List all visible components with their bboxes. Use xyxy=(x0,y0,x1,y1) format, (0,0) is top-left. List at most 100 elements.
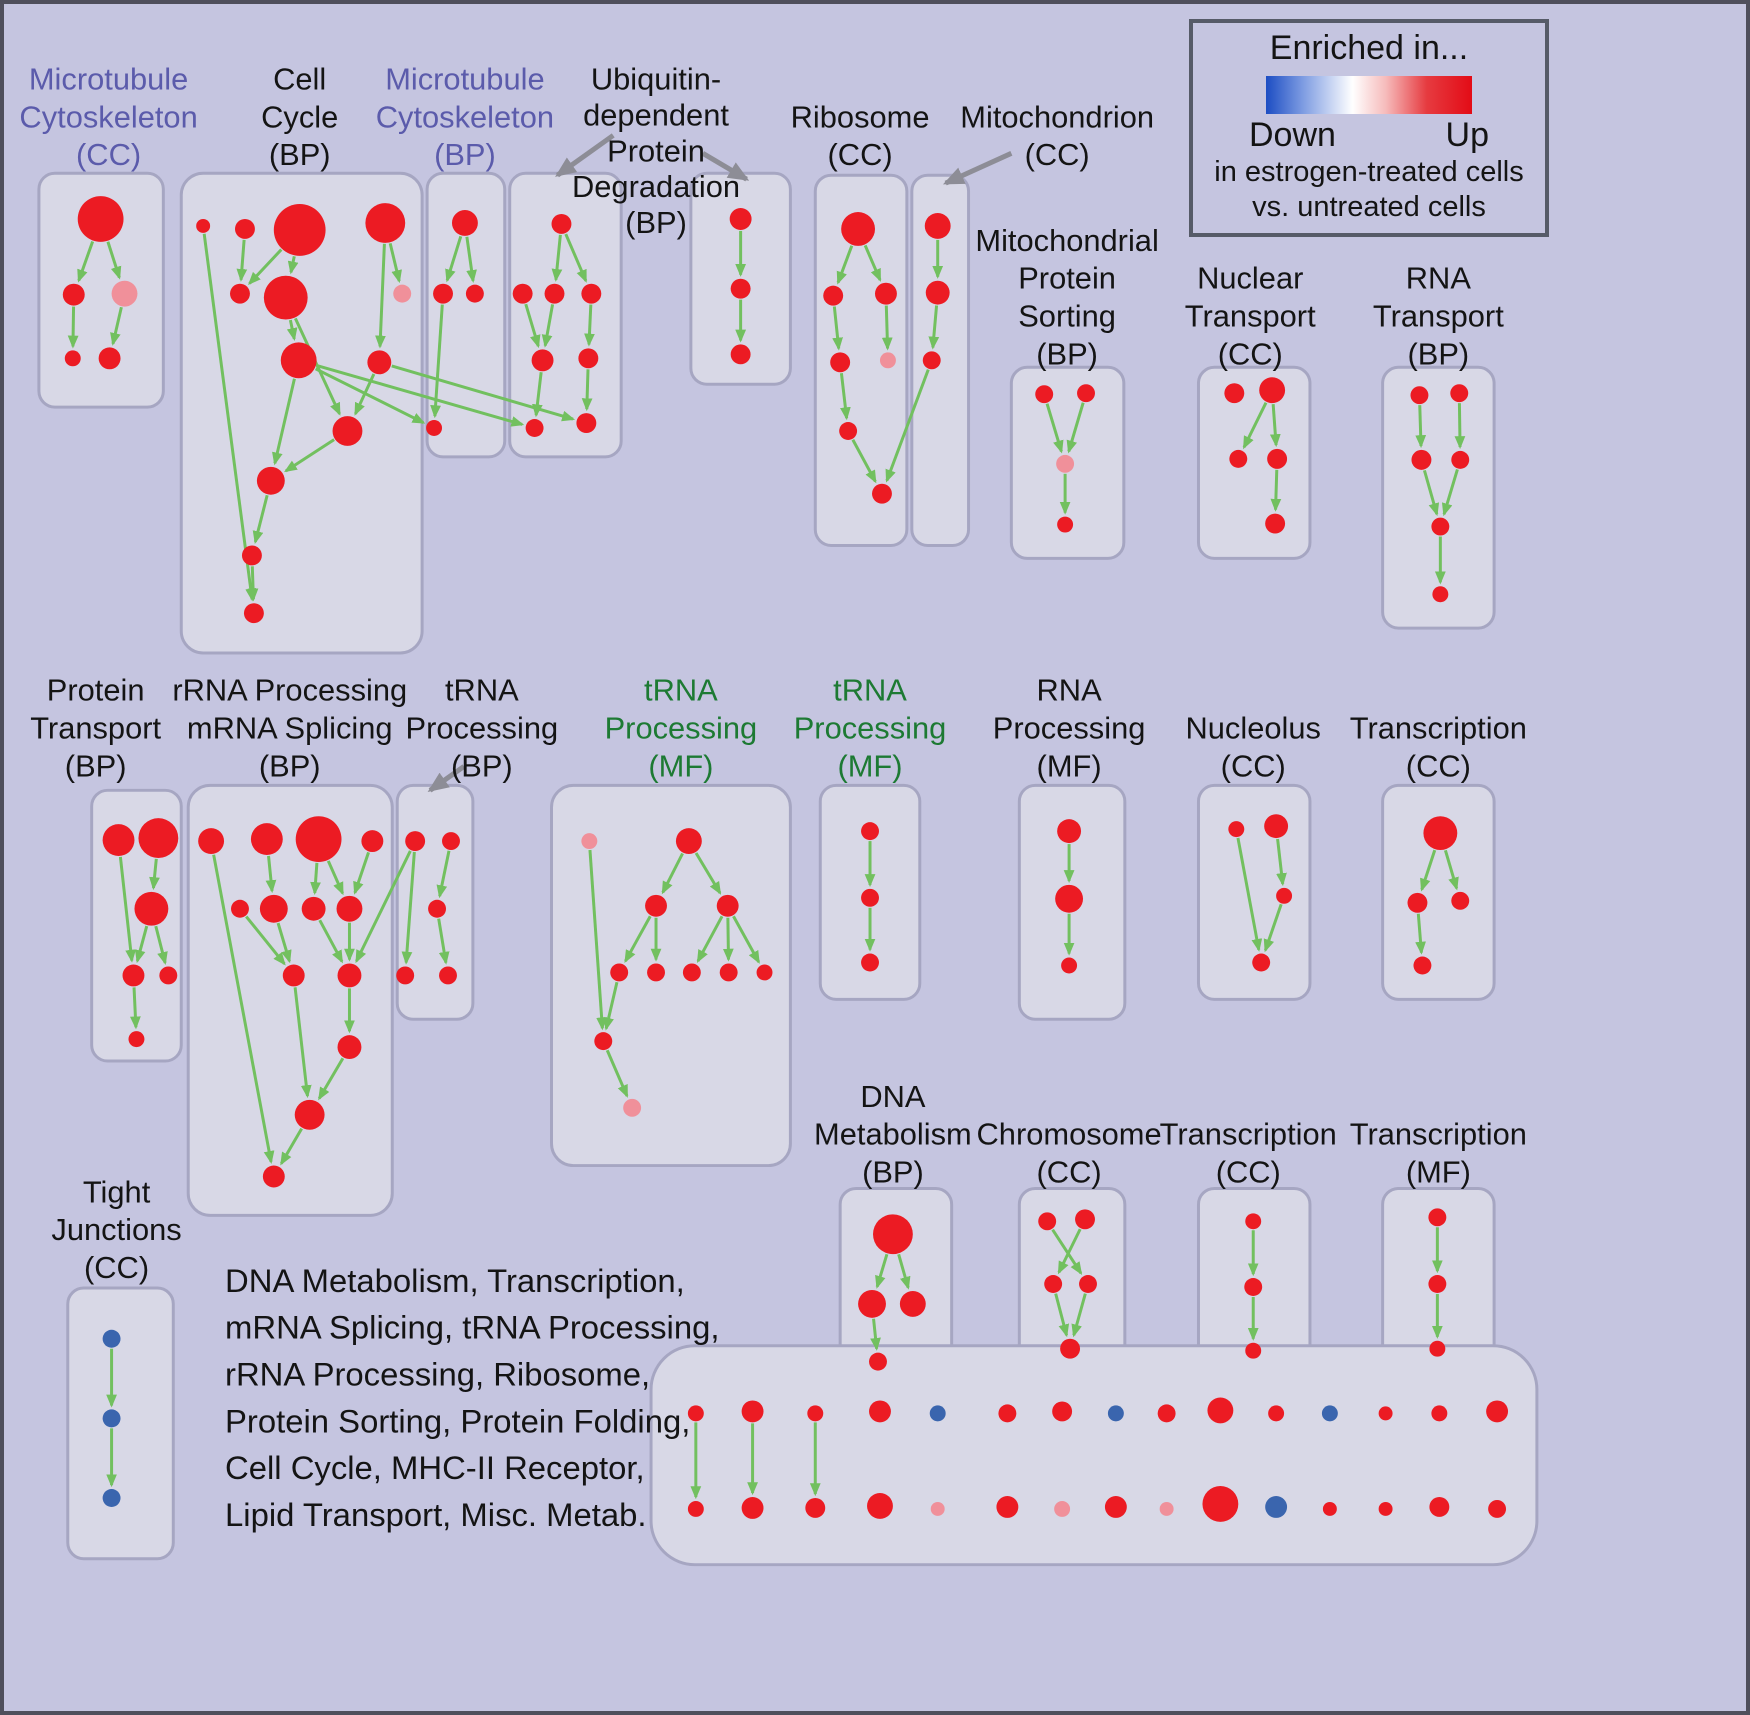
gene-node-nu3 xyxy=(1276,887,1293,904)
gene-node-rp1 xyxy=(1057,819,1082,844)
edge-arrow xyxy=(245,915,286,966)
edge-arrow xyxy=(881,305,893,351)
gene-node-bs5t xyxy=(929,1405,946,1422)
gene-node-bs3t xyxy=(807,1405,824,1422)
gene-node-ch4 xyxy=(1079,1275,1097,1293)
gene-node-mp2 xyxy=(1077,384,1095,403)
gene-node-mtcc4 xyxy=(64,350,81,367)
gene-node-tf9 xyxy=(756,964,773,981)
edge-arrow xyxy=(1263,903,1283,953)
edge-arrow xyxy=(603,981,619,1031)
gene-node-rt5 xyxy=(1431,517,1450,536)
gene-node-rb7 xyxy=(872,483,892,504)
edge-arrow xyxy=(1057,1228,1082,1275)
gene-node-tc2 xyxy=(1407,892,1428,913)
gene-node-tg1 xyxy=(861,822,879,841)
gene-node-rr1 xyxy=(198,828,225,855)
edge-arrow xyxy=(722,917,734,962)
gene-node-bs10t xyxy=(1207,1397,1234,1424)
gene-node-bs7t xyxy=(1052,1401,1073,1422)
gene-node-tf1 xyxy=(581,833,598,850)
gene-node-rp3 xyxy=(1061,957,1078,974)
gene-node-cc6 xyxy=(263,275,308,320)
edge-arrow xyxy=(1269,403,1281,448)
cluster-box-misc-strip xyxy=(649,1344,1539,1567)
cluster-box-rna-transport-bp xyxy=(1381,365,1496,630)
gene-node-cc12 xyxy=(241,545,262,566)
edge-arrow xyxy=(265,855,277,894)
gene-node-tg2 xyxy=(861,888,879,907)
gene-node-nu2 xyxy=(1264,814,1289,839)
legend-gradient-bar xyxy=(1266,76,1472,114)
gene-node-bs13t xyxy=(1378,1406,1393,1421)
cluster-box-tight-junctions-cc xyxy=(66,1286,175,1561)
cluster-box-nuclear-transport-cc xyxy=(1196,365,1312,560)
gene-node-bs6b xyxy=(996,1496,1019,1518)
gene-node-ub4 xyxy=(531,349,554,372)
edge-arrow xyxy=(212,854,275,1164)
gene-node-nu1 xyxy=(1228,821,1245,838)
gene-node-pt1 xyxy=(102,824,135,857)
gene-node-rr5 xyxy=(231,899,249,918)
edge-arrow xyxy=(1276,838,1287,887)
gene-node-tf8 xyxy=(719,963,738,982)
edge-arrow xyxy=(248,248,283,286)
gene-node-rp2 xyxy=(1055,884,1084,913)
gene-node-rr12 xyxy=(294,1099,325,1130)
gene-node-bs3b xyxy=(805,1497,826,1518)
edge-arrow xyxy=(353,851,370,895)
cluster-label-transcription-cc-1: Transcription(CC) xyxy=(1350,711,1527,784)
edge-arrow xyxy=(1441,468,1459,517)
edge-arrow xyxy=(375,243,386,349)
edge-arrow xyxy=(252,494,269,544)
gene-node-nt4 xyxy=(1267,448,1288,469)
edge-arrow xyxy=(445,235,463,283)
cluster-box-nucleolus-cc xyxy=(1196,783,1312,1001)
gene-node-bs1b xyxy=(687,1500,704,1517)
edge-arrow xyxy=(694,852,722,895)
gene-node-rt2 xyxy=(1450,384,1469,403)
edge-arrow xyxy=(388,242,402,284)
edge-arrow xyxy=(624,915,652,964)
edge-arrow xyxy=(1270,469,1282,512)
gene-node-cc1 xyxy=(196,218,211,233)
edge-arrow xyxy=(1071,1293,1087,1338)
gene-node-bs7b xyxy=(1054,1500,1071,1517)
gene-node-rt6 xyxy=(1432,586,1449,603)
gene-node-ub7 xyxy=(576,413,597,433)
gene-node-cc10 xyxy=(332,416,363,446)
gene-node-ub6 xyxy=(525,419,544,437)
cluster-label-nucleolus-cc: Nucleolus(CC) xyxy=(1186,711,1321,784)
edge-arrow xyxy=(928,305,940,350)
edge-arrow xyxy=(316,364,525,427)
gene-node-bs14b xyxy=(1429,1497,1450,1517)
gene-node-rr9 xyxy=(282,964,305,987)
gene-node-tf5 xyxy=(610,963,629,982)
gene-node-bs6t xyxy=(998,1404,1017,1423)
gene-node-td2 xyxy=(1244,1278,1263,1296)
edge-arrow xyxy=(875,1253,889,1289)
legend-up-label: Up xyxy=(1445,116,1489,154)
cluster-box-microtubule-cytoskeleton-cc xyxy=(37,171,165,409)
edge-arrow xyxy=(732,915,761,964)
gene-node-bs15b xyxy=(1488,1499,1507,1518)
cluster-box-microtubule-cytoskeleton-bp xyxy=(425,171,507,459)
gene-node-cc3 xyxy=(273,204,326,256)
gene-node-pt5 xyxy=(159,966,178,985)
gene-node-tj2 xyxy=(102,1409,121,1428)
legend-subtitle-1: in estrogen-treated cells xyxy=(1214,156,1524,188)
gene-node-nt5 xyxy=(1265,513,1286,534)
gene-node-bs12t xyxy=(1321,1405,1338,1422)
edge-arrow xyxy=(1443,849,1459,891)
gene-node-rr11 xyxy=(337,1035,362,1060)
edge-arrow xyxy=(839,373,851,421)
edge-arrow xyxy=(541,304,555,348)
legend-endpoint-labels: Down Up xyxy=(1249,116,1489,155)
gene-node-ta2 xyxy=(442,832,460,851)
edge-arrow xyxy=(149,858,160,891)
